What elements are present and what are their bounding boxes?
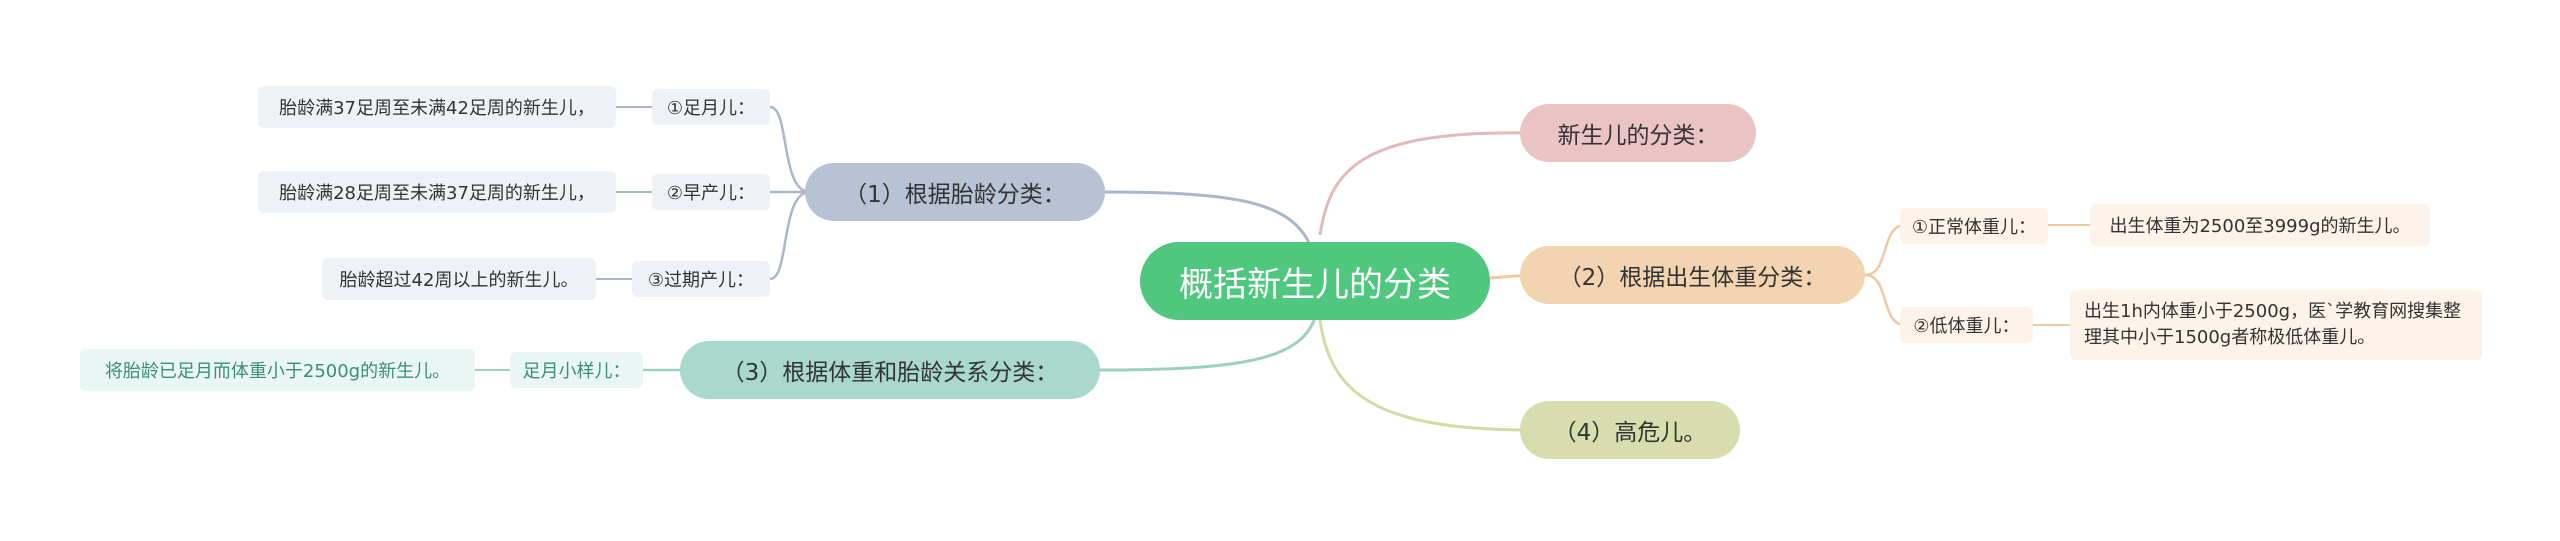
ga-item-2-desc[interactable]: 胎龄满28足周至未满37足周的新生儿， — [258, 171, 616, 213]
branch-weight-and-age[interactable]: （3）根据体重和胎龄关系分类： — [680, 341, 1100, 399]
link-bw-1 — [1864, 223, 1906, 277]
ga-item-3-desc[interactable]: 胎龄超过42周以上的新生儿。 — [322, 258, 596, 300]
birth-weight-normal-desc[interactable]: 出生体重为2500至3999g的新生儿。 — [2090, 204, 2430, 246]
link-root-high-risk — [1318, 319, 1531, 432]
wa-item-1-desc[interactable]: 将胎龄已足月而体重小于2500g的新生儿。 — [80, 349, 475, 391]
branch-birth-weight[interactable]: （2）根据出生体重分类： — [1520, 246, 1865, 304]
link-root-gestational-age — [1099, 190, 1312, 246]
link-ga-3 — [769, 190, 811, 281]
birth-weight-low-label[interactable]: ②低体重儿： — [1900, 307, 2033, 343]
link-ga-1 — [769, 105, 811, 194]
ga-item-1-label[interactable]: ①足月儿： — [652, 89, 770, 125]
branch-classification[interactable]: 新生儿的分类： — [1520, 104, 1756, 162]
ga-item-2-label[interactable]: ②早产儿： — [652, 174, 770, 210]
link-root-classification — [1318, 131, 1531, 236]
wa-item-1-label[interactable]: 足月小样儿： — [510, 352, 643, 388]
link-bw-2 — [1864, 273, 1906, 327]
branch-high-risk[interactable]: （4）高危儿。 — [1520, 401, 1740, 459]
birth-weight-low-desc[interactable]: 出生1h内体重小于2500g，医`学教育网搜集整理其中小于1500g者称极低体重… — [2070, 290, 2482, 360]
link-root-weight-age — [1099, 317, 1317, 372]
birth-weight-normal-label[interactable]: ①正常体重儿： — [1900, 208, 2048, 244]
branch-gestational-age[interactable]: （1）根据胎龄分类： — [805, 163, 1105, 221]
root-topic[interactable]: 概括新生儿的分类 — [1140, 242, 1490, 320]
ga-item-1-desc[interactable]: 胎龄满37足周至未满42足周的新生儿， — [258, 86, 616, 128]
ga-item-3-label[interactable]: ③过期产儿： — [632, 261, 770, 297]
